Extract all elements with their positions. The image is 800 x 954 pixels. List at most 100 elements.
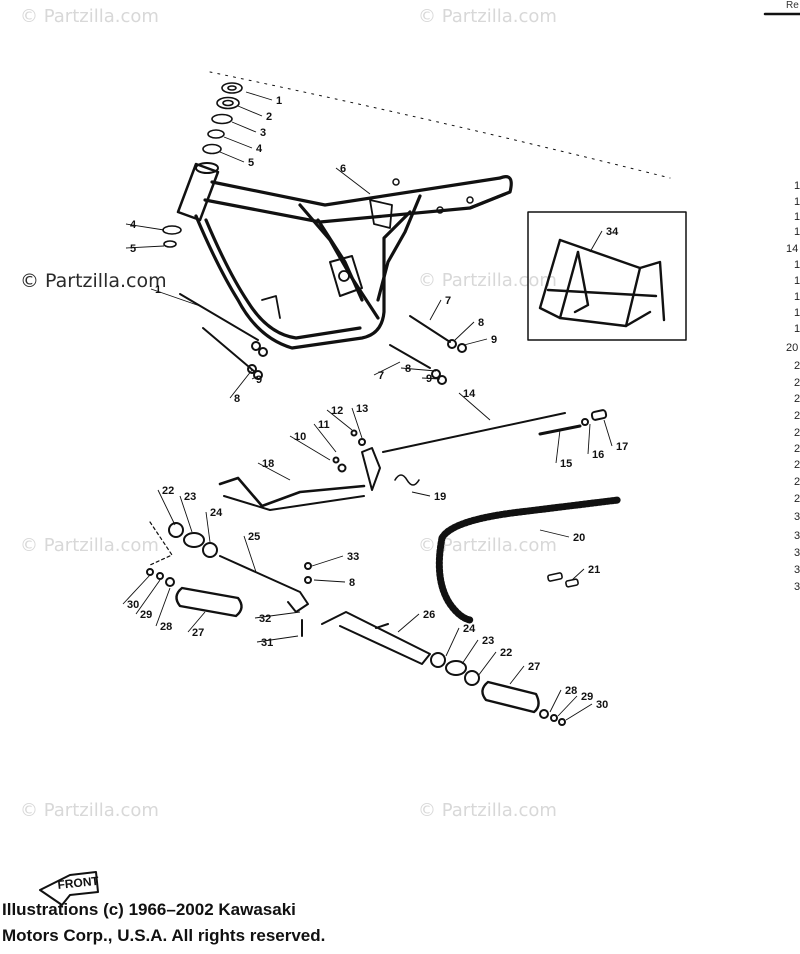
callout-leader	[313, 579, 346, 583]
callout-leader	[254, 611, 301, 619]
callout-number: 27	[528, 661, 540, 673]
callout-number: 9	[491, 334, 497, 346]
callout-leader	[421, 377, 441, 380]
callout-number: 6	[340, 163, 346, 175]
callout-number: 1	[155, 284, 161, 296]
callout-number: 11	[318, 419, 330, 431]
callout-leader	[397, 613, 420, 633]
callout-leader	[157, 489, 176, 526]
callout-leader	[589, 230, 603, 253]
callout-number: 16	[592, 449, 604, 461]
callout-leader	[411, 491, 431, 497]
callout-number: 29	[581, 691, 593, 703]
callout-number: 9	[256, 374, 262, 386]
edge-number: 2	[794, 377, 800, 389]
edge-number: 2	[794, 393, 800, 405]
callout-number: 9	[426, 373, 432, 385]
edge-number: 1	[794, 180, 800, 192]
watermark: © Partzilla.com	[418, 270, 557, 291]
callout-number: 18	[262, 458, 274, 470]
callout-leader	[461, 639, 479, 665]
callout-number: 7	[378, 370, 384, 382]
callout-leader	[155, 587, 171, 627]
callout-leader	[229, 369, 253, 399]
callout-leader	[557, 695, 578, 717]
callout-leader	[400, 367, 437, 372]
callout-leader	[187, 611, 206, 633]
callout-leader	[251, 375, 259, 380]
callout-leader	[256, 635, 299, 643]
callout-leader	[243, 535, 257, 573]
callout-number: 22	[500, 647, 512, 659]
stand-inset	[527, 211, 687, 341]
edge-number: 3	[794, 564, 800, 576]
callout-leader	[458, 392, 491, 421]
callout-leader	[179, 495, 193, 533]
callout-number: 10	[294, 431, 306, 443]
callout-number: 17	[616, 441, 628, 453]
callout-number: 28	[565, 685, 577, 697]
edge-number: 20	[786, 342, 799, 354]
edge-number: 1	[794, 211, 800, 223]
edge-number: 2	[794, 476, 800, 488]
callout-number: 32	[259, 613, 271, 625]
callout-number: 8	[349, 577, 355, 589]
watermark: © Partzilla.com	[418, 6, 557, 27]
callout-leader	[549, 689, 562, 713]
callout-number: 23	[184, 491, 196, 503]
copyright-line-1: Illustrations (c) 1966–2002 Kawasaki	[2, 900, 296, 919]
callout-number: 12	[331, 405, 343, 417]
callout-leader	[205, 511, 211, 543]
edge-number: 1	[794, 259, 800, 271]
watermark: © Partzilla.com	[418, 800, 557, 821]
callout-leader	[125, 223, 165, 231]
callout-number: 24	[210, 507, 223, 519]
watermark-prominent: © Partzilla.com	[20, 270, 167, 292]
callout-leader	[313, 423, 337, 453]
callout-leader	[539, 529, 570, 538]
callout-leader	[150, 288, 201, 307]
edge-number: 1	[794, 226, 800, 238]
edge-number: 1	[794, 196, 800, 208]
callout-number: 34	[606, 226, 619, 238]
callout-number: 13	[356, 403, 368, 415]
callout-number: 5	[130, 243, 136, 255]
watermark: © Partzilla.com	[20, 6, 159, 27]
chain-joint	[547, 572, 579, 588]
callout-leader	[351, 407, 363, 439]
callout-number: 31	[261, 637, 273, 649]
callout-number: 4	[256, 143, 263, 155]
callout-number: 8	[478, 317, 484, 329]
edge-number: 14	[786, 243, 799, 255]
callout-number: 24	[463, 623, 476, 635]
reference-line	[209, 71, 671, 179]
callout-number: 1	[276, 95, 282, 107]
callout-leader	[477, 651, 497, 677]
edge-number: 1	[794, 291, 800, 303]
callout-number: 23	[482, 635, 494, 647]
callout-leader	[373, 361, 401, 376]
callout-leader	[454, 321, 475, 341]
edge-number: 2	[794, 410, 800, 422]
edge-number: 3	[794, 530, 800, 542]
callout-number: 28	[160, 621, 172, 633]
watermark: © Partzilla.com	[418, 535, 557, 556]
callout-leader	[135, 579, 161, 615]
callout-number: 25	[248, 531, 260, 543]
callout-leader	[125, 245, 165, 249]
watermark: © Partzilla.com	[20, 800, 159, 821]
callout-number: 4	[130, 219, 137, 231]
callout-number: 21	[588, 564, 600, 576]
callout-leader	[565, 703, 593, 721]
callout-number: 3	[260, 127, 266, 139]
small-parts-left	[162, 225, 182, 248]
steering-stem-parts	[202, 82, 243, 155]
callout-number: 7	[445, 295, 451, 307]
callout-number: 26	[423, 609, 435, 621]
callout-number: 8	[234, 393, 240, 405]
callout-number: 14	[463, 388, 476, 400]
callout-number: 2	[266, 111, 272, 123]
drive-chain	[435, 496, 622, 624]
